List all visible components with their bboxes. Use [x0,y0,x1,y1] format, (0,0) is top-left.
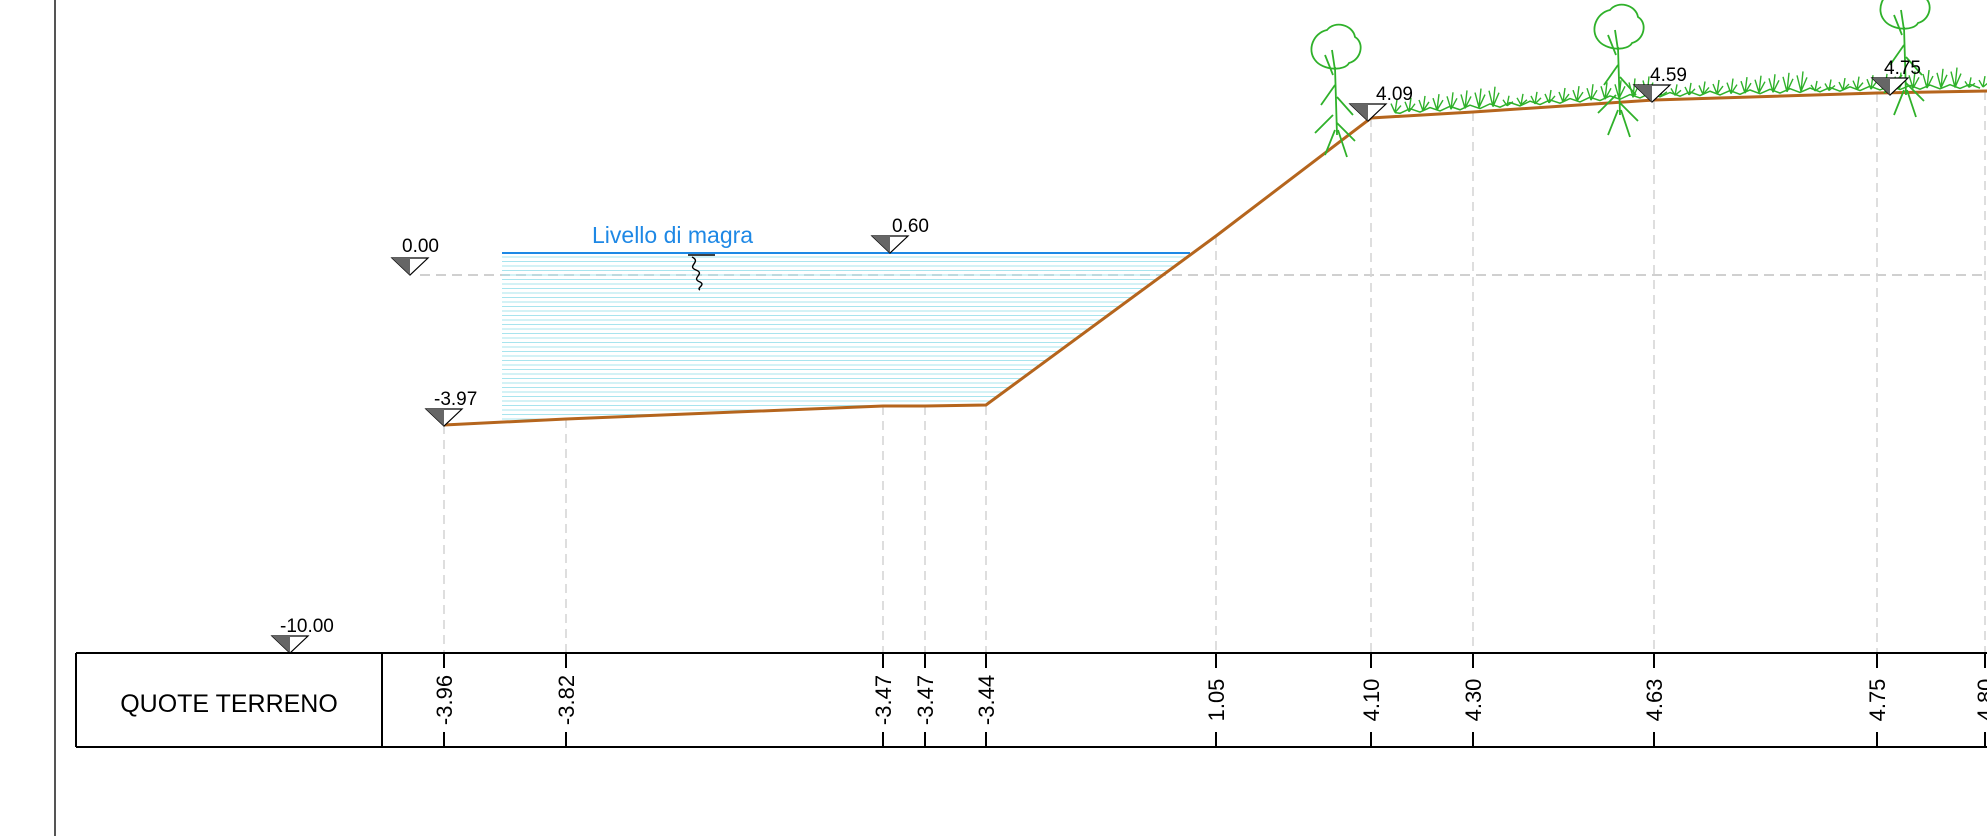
ground-level-label: -3.47 [913,675,938,725]
elevation-marker-label: 0.60 [892,216,929,237]
terrain-profile-line [443,89,1987,427]
elevation-marker-1: 0.60 [870,216,929,254]
elevation-marker-3: -10.00 [270,616,334,654]
elevation-marker-label: 4.59 [1650,65,1687,86]
elevation-marker-label: 0.00 [402,236,439,257]
elevation-marker-2: -3.97 [424,389,477,427]
water-fill [502,256,1188,420]
elevation-marker-label: -3.97 [434,389,477,410]
ground-level-label: -3.96 [432,675,457,725]
ground-level-label: -3.44 [974,675,999,725]
elevation-marker-6: 4.75 [1870,58,1921,96]
vertical-guides [443,91,1986,653]
row-title: QUOTE TERRENO [120,690,338,718]
water-level-label: Livello di magra [592,222,753,248]
elevation-marker-5: 4.59 [1632,65,1687,103]
ground-level-label: 1.05 [1204,679,1229,722]
elevation-marker-label: -10.00 [280,616,334,637]
quote-terreno-table: QUOTE TERRENO [75,652,1987,748]
vegetation-ground-line [1394,83,1981,115]
ground-level-label: -3.82 [554,675,579,725]
elevation-marker-label: 4.75 [1884,58,1921,79]
ground-level-label: 4.30 [1461,679,1486,722]
ground-level-label: -3.47 [871,675,896,725]
ground-level-ticks: -3.96 -3.82 -3.47 -3.47 -3.44 1.05 4.10 4.30 4.6… [432,653,1987,747]
elevation-marker-label: 4.09 [1376,84,1413,105]
elevation-marker-4: 4.09 [1348,84,1413,122]
ground-level-label: 4.75 [1865,679,1890,722]
tree-icon [1593,3,1645,138]
ground-level-label: 4.10 [1359,679,1384,722]
water-squiggle-icon [688,254,715,291]
elevation-marker-0: 0.00 [390,236,439,276]
ground-level-label: 4.80 [1973,679,1987,722]
tree-icon [1310,23,1362,158]
ground-level-label: 4.63 [1642,679,1667,722]
